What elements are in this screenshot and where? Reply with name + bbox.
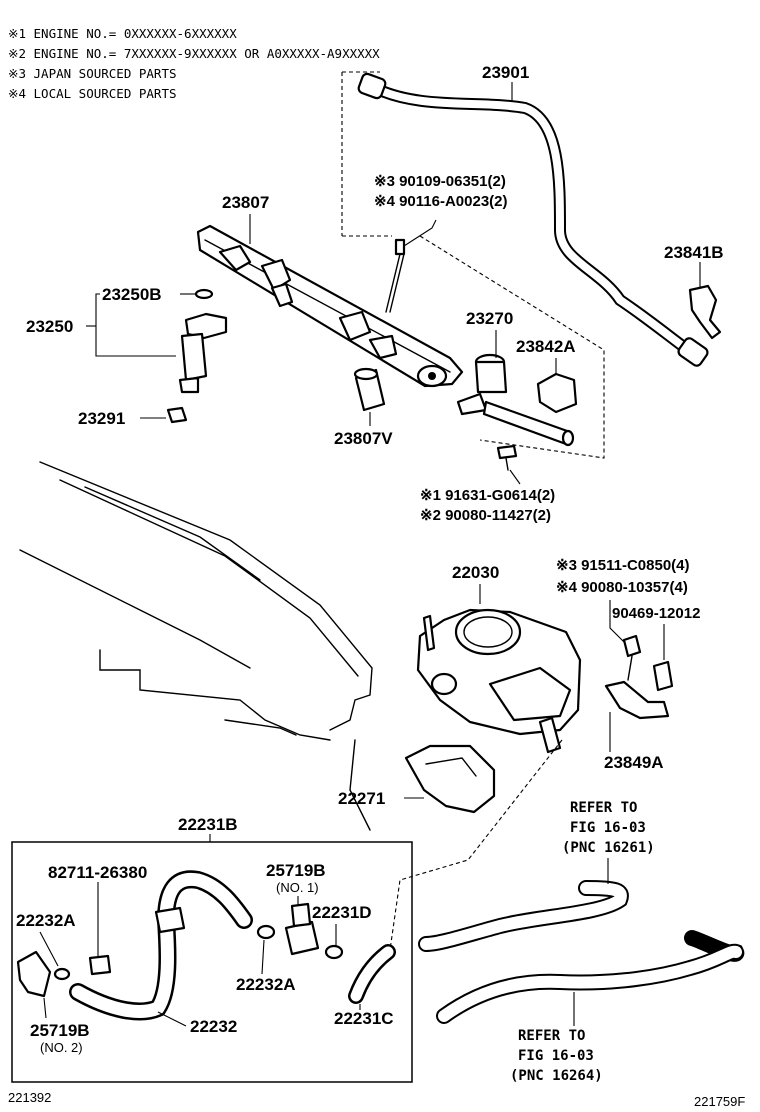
callout-bolt-mid-b: ※2 90080-11427(2)	[420, 507, 551, 524]
bolt-90469	[622, 634, 674, 692]
callout-bolt-top-a: ※3 90109-06351(2)	[374, 173, 506, 190]
gasket-22271	[404, 744, 496, 814]
hose-22232	[69, 870, 276, 1021]
note-4: ※4 LOCAL SOURCED PARTS	[8, 86, 177, 101]
note-1: ※1 ENGINE NO.= 0XXXXXX-6XXXXXX	[8, 26, 237, 41]
delivery-pipe-23807	[196, 224, 464, 388]
ref-top-line3: (PNC 16261)	[562, 840, 655, 856]
callout-bolt-mid-a: ※1 91631-G0614(2)	[420, 487, 555, 504]
footer-right-code: 221759F	[694, 1094, 746, 1109]
insulator-23807v	[353, 367, 386, 412]
injector-23250	[166, 288, 228, 424]
label-23807: 23807	[222, 193, 269, 212]
engine-outline	[19, 461, 373, 831]
label-23901: 23901	[482, 63, 529, 82]
ref-bottom-line3: (PNC 16264)	[510, 1068, 603, 1084]
note-3: ※3 JAPAN SOURCED PARTS	[8, 66, 177, 81]
label-22271: 22271	[338, 789, 385, 808]
label-22232a-left: 22232A	[16, 911, 76, 930]
label-23270: 23270	[466, 309, 513, 328]
label-90469: 90469-12012	[612, 605, 700, 622]
label-23849a: 23849A	[604, 753, 664, 772]
label-23842a: 23842A	[516, 337, 576, 356]
label-22232: 22232	[190, 1017, 237, 1036]
note-2: ※2 ENGINE NO.= 7XXXXXX-9XXXXXX OR A0XXXX…	[8, 46, 380, 61]
regulator-23270	[456, 353, 575, 447]
label-22231c: 22231C	[334, 1009, 394, 1028]
clip-23841b	[688, 284, 722, 340]
label-22231d: 22231D	[312, 903, 372, 922]
label-82711: 82711-26380	[48, 863, 147, 882]
throttle-body-22030	[416, 608, 582, 754]
clip-22231d	[324, 944, 344, 960]
ref-top-line1: REFER TO	[570, 800, 637, 816]
pipe-bolt	[385, 238, 406, 313]
refer-hoses	[418, 880, 745, 1024]
ref-top-line2: FIG 16-03	[570, 820, 646, 836]
label-23841b: 23841B	[664, 243, 724, 262]
label-23291: 23291	[78, 409, 125, 428]
footer-left-code: 221392	[8, 1090, 52, 1105]
label-23807v: 23807V	[334, 429, 393, 448]
valve-25719b-no1	[284, 902, 320, 956]
label-25719b-no1-sub: (NO. 1)	[276, 880, 319, 895]
notes-block: ※1 ENGINE NO.= 0XXXXXX-6XXXXXX ※2 ENGINE…	[8, 24, 380, 104]
callout-tb-bolt-a: ※3 91511-C0850(4)	[556, 557, 690, 574]
label-25719b-no2: 25719B	[30, 1021, 90, 1040]
label-22030: 22030	[452, 563, 499, 582]
label-23250: 23250	[26, 317, 73, 336]
bracket-23849a	[604, 680, 670, 720]
label-25719b-no1: 25719B	[266, 861, 326, 880]
clip-82711	[88, 954, 112, 976]
valve-25719b-no2	[16, 950, 71, 998]
label-22232a-mid: 22232A	[236, 975, 296, 994]
cushion-23842a	[536, 372, 578, 414]
callout-tb-bolt-b: ※4 90080-10357(4)	[556, 579, 688, 596]
hose-22231c	[348, 944, 396, 1004]
label-23250b: 23250B	[102, 285, 162, 304]
fuel-hose-23901	[357, 72, 709, 367]
regulator-bolt	[496, 444, 518, 471]
ref-bottom-line2: FIG 16-03	[518, 1048, 594, 1064]
callout-bolt-top-b: ※4 90116-A0023(2)	[374, 193, 508, 210]
label-22231b: 22231B	[178, 815, 238, 834]
ref-bottom-line1: REFER TO	[518, 1028, 585, 1044]
label-25719b-no2-sub: (NO. 2)	[40, 1040, 83, 1055]
hose-assembly-box	[11, 841, 413, 1083]
